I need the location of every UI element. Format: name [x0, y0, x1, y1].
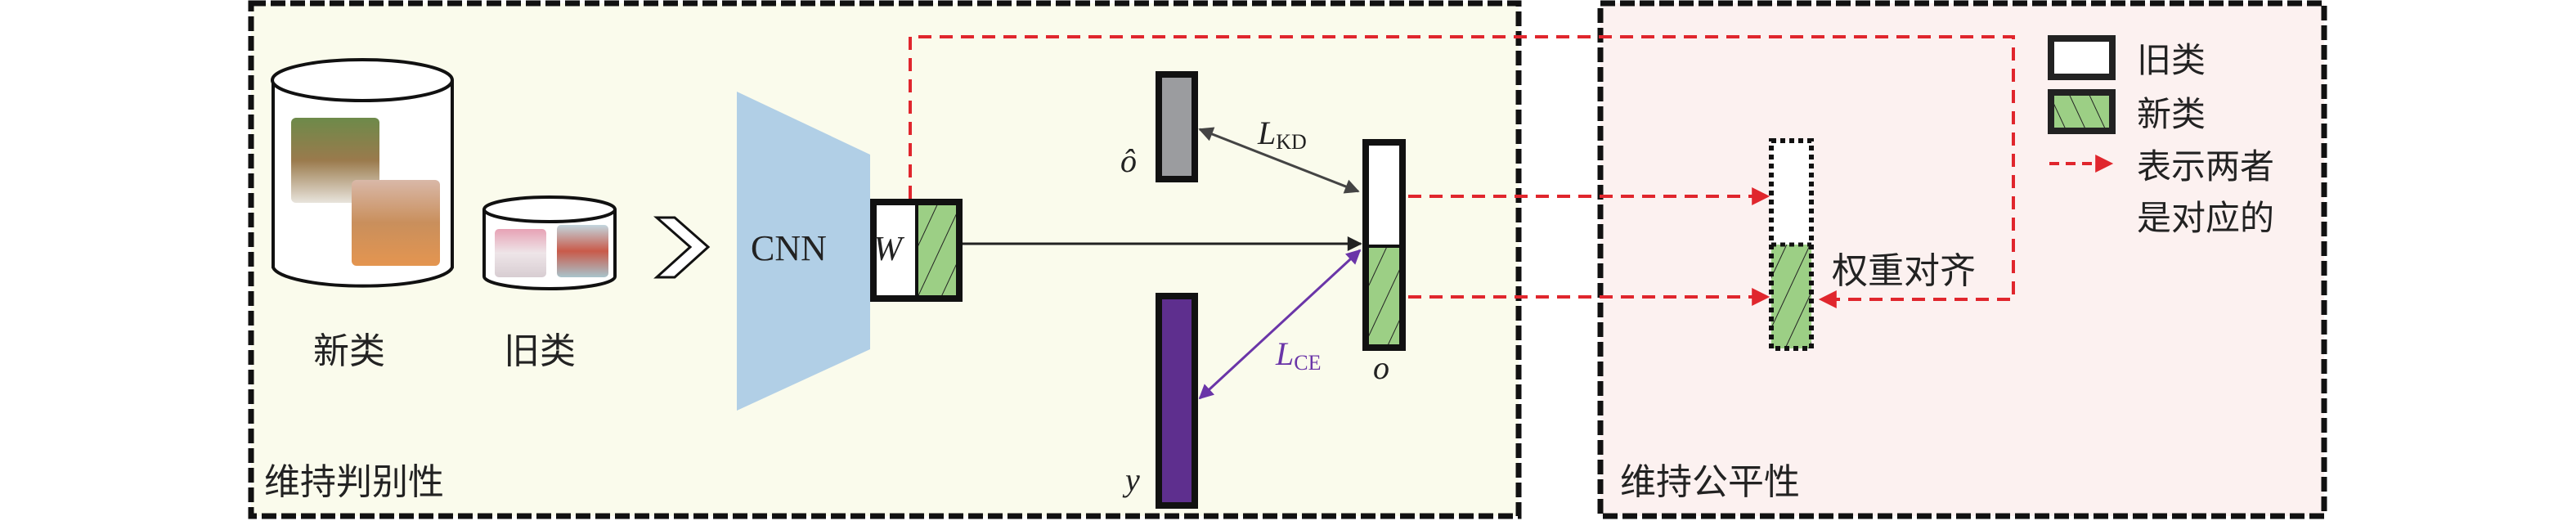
classifier-weights: [870, 199, 963, 302]
model-output-bar: [1362, 139, 1406, 351]
legend-new-class-label: 新类: [2137, 94, 2206, 134]
fish-image: [557, 225, 608, 277]
fairness-panel: [1597, 0, 2327, 519]
chevron-right-icon: [653, 216, 711, 279]
dog-image: [352, 180, 440, 266]
o-label: o: [1373, 349, 1389, 386]
cnn-label: CNN: [751, 228, 827, 268]
y-label: y: [1122, 461, 1140, 498]
discriminability-title: 维持判别性: [264, 461, 444, 503]
lce-label: LCE: [1275, 335, 1321, 375]
legend-arrow-label-line1: 表示两者: [2137, 146, 2274, 186]
lkd-label: LKD: [1257, 115, 1307, 154]
new-class-label: 新类: [313, 330, 385, 372]
weight-alignment-label: 权重对齐: [1832, 250, 1976, 292]
new-class-database-icon: [271, 58, 454, 288]
teacher-output-bar: [1156, 71, 1198, 182]
weight-correspondence-line: [909, 35, 2015, 308]
kd-loss-arrow: [1198, 127, 1360, 194]
ce-loss-arrow: [1198, 249, 1362, 400]
weight-label: W: [873, 231, 905, 268]
old-class-label: 旧类: [504, 330, 576, 372]
cnn-block: [737, 92, 870, 411]
target-label-bar: [1156, 293, 1198, 509]
old-class-database-icon: [482, 195, 617, 290]
legend-arrow-label-line2: 是对应的: [2137, 198, 2274, 238]
legend: 旧类 新类 表示两者 是对应的: [2048, 35, 2274, 238]
fairness-title: 维持公平性: [1620, 461, 1800, 503]
legend-old-class-label: 旧类: [2137, 40, 2206, 80]
aligned-weights-bar: [1769, 138, 1814, 351]
legend-new-class-swatch: [2048, 89, 2116, 134]
o-hat-label: ô: [1120, 142, 1137, 179]
cat-image: [495, 229, 546, 277]
legend-old-class-swatch: [2048, 35, 2116, 80]
